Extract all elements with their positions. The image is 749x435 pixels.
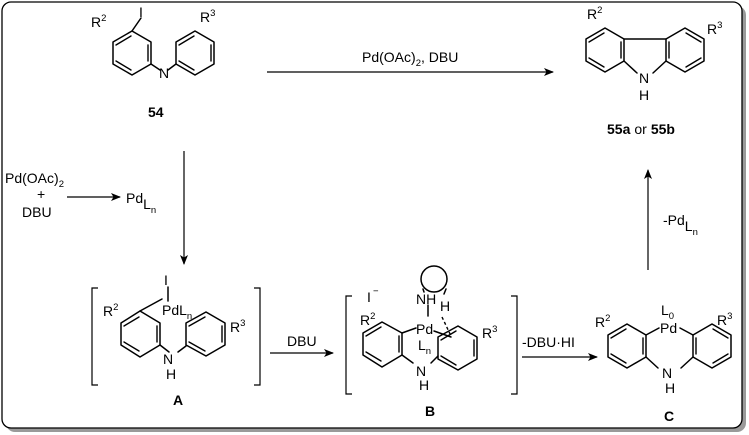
svg-text:R3: R3 [230, 318, 245, 335]
intermediate-c: L0 Pd N H R2 R3 C [595, 302, 732, 424]
svg-text:N: N [163, 351, 173, 367]
svg-text:R2: R2 [91, 13, 106, 30]
svg-text:H: H [440, 298, 450, 314]
svg-text:DBU: DBU [22, 204, 52, 220]
intermediate-b: I − NH H Pd Ln N H R2 R3 B [345, 265, 518, 419]
svg-text:R2: R2 [587, 5, 602, 22]
label-b: B [425, 403, 435, 419]
svg-text:I: I [367, 289, 371, 305]
svg-text:-DBU·HI: -DBU·HI [522, 334, 575, 350]
svg-text:R3: R3 [482, 324, 497, 341]
svg-text:R2: R2 [595, 313, 610, 330]
svg-text:H: H [639, 87, 649, 103]
svg-text:H: H [665, 380, 675, 396]
svg-text:H: H [419, 377, 429, 393]
svg-text:PdLn: PdLn [162, 302, 192, 322]
svg-text:H: H [166, 366, 176, 382]
svg-text:N: N [662, 365, 672, 381]
svg-text:PdLn: PdLn [126, 190, 156, 216]
ligand-loop [420, 265, 448, 293]
svg-text:NH: NH [416, 291, 436, 307]
label-a: A [173, 392, 183, 408]
label-54: 54 [148, 104, 164, 120]
svg-text:Ln: Ln [418, 337, 431, 357]
svg-text:R3: R3 [717, 311, 732, 328]
up-arrow-label: -PdLn [663, 212, 698, 238]
svg-text:N: N [159, 65, 169, 81]
svg-text:Pd(OAc)2: Pd(OAc)2 [5, 170, 64, 190]
pd-activation: Pd(OAc)2 + DBU PdLn [5, 170, 156, 220]
svg-text:I: I [139, 4, 143, 20]
svg-text:L0: L0 [661, 302, 674, 322]
intermediate-a: I PdLn N H R2 R3 A [91, 272, 261, 408]
svg-text:R2: R2 [103, 302, 118, 319]
svg-text:N: N [639, 70, 649, 86]
svg-text:DBU: DBU [287, 333, 317, 349]
svg-text:R3: R3 [707, 20, 722, 37]
label-c: C [664, 408, 674, 424]
compound-54: I N R2 R3 54 [91, 4, 215, 120]
svg-text:−: − [373, 286, 379, 297]
frame [1, 1, 743, 429]
svg-text:R2: R2 [360, 311, 375, 328]
top-arrow-reagents: Pd(OAc)2, DBU [362, 49, 458, 69]
svg-text:I: I [164, 272, 168, 288]
svg-text:R3: R3 [200, 8, 215, 25]
svg-text:Pd: Pd [660, 320, 677, 336]
svg-text:N: N [416, 363, 426, 379]
svg-text:+: + [37, 186, 45, 202]
svg-text:Pd: Pd [416, 321, 433, 337]
